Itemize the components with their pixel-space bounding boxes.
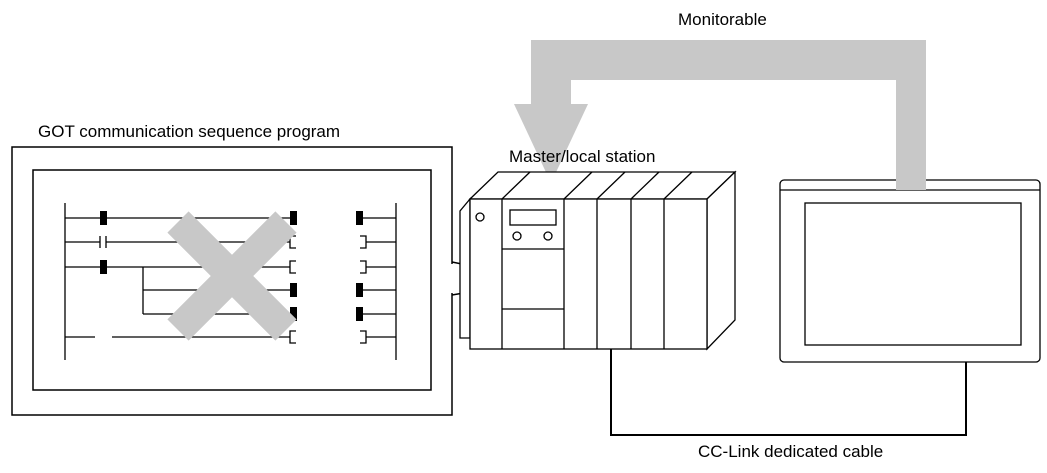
power-indicator bbox=[475, 212, 485, 222]
program-title-label: GOT communication sequence program bbox=[38, 122, 341, 141]
prohibited-cross-icon bbox=[167, 211, 297, 341]
rack-top bbox=[468, 171, 737, 200]
arrow-body bbox=[531, 40, 926, 190]
plc-rack bbox=[459, 170, 737, 351]
cpu-display bbox=[509, 209, 557, 226]
monitorable-arrow bbox=[514, 40, 926, 190]
rack-right-side bbox=[706, 170, 736, 351]
cable-label: CC-Link dedicated cable bbox=[698, 442, 884, 461]
callout-inner-frame bbox=[32, 169, 432, 391]
arrow-head bbox=[514, 104, 588, 183]
cpu-switch-left bbox=[512, 231, 522, 241]
cpu-switch-right bbox=[543, 231, 553, 241]
master-station-label: Master/local station bbox=[509, 147, 656, 166]
rack-side bbox=[459, 197, 471, 339]
cc-link-cable bbox=[610, 349, 967, 436]
monitorable-label: Monitorable bbox=[678, 10, 767, 29]
got-screen bbox=[804, 202, 1022, 346]
got-display-panel bbox=[779, 179, 1041, 363]
rack-front bbox=[469, 198, 708, 350]
ladder-contacts bbox=[100, 211, 363, 321]
